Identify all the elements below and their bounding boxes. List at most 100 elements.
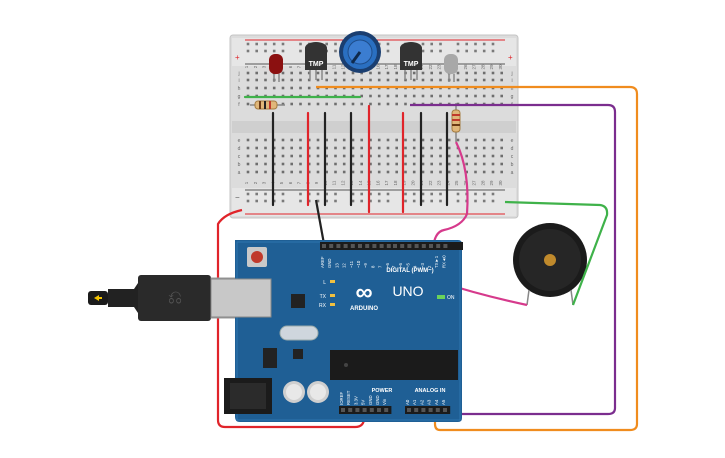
column-number-label: 5 xyxy=(279,181,284,184)
column-number-label: 30 xyxy=(498,180,503,186)
pin-label: 2 xyxy=(427,265,432,268)
column-number-label: 29 xyxy=(489,180,494,186)
rail-plus-label-top: + xyxy=(235,53,240,62)
pin-label: 12 xyxy=(342,263,347,268)
row-letter-label: f xyxy=(238,102,240,108)
row-letter-label: d xyxy=(511,146,514,152)
pin-label: ~10 xyxy=(356,260,361,268)
header-pin xyxy=(372,244,377,248)
pin-label: AREF xyxy=(320,256,325,268)
header-pin xyxy=(358,244,362,248)
header-pin xyxy=(341,408,345,412)
red-led xyxy=(269,54,283,82)
header-pin xyxy=(384,408,389,412)
pin-label: A5 xyxy=(441,399,446,405)
piezo-buzzer xyxy=(513,223,587,306)
header-pin xyxy=(407,244,412,248)
rail-plus-label-right: + xyxy=(508,53,513,62)
column-number-label: 11 xyxy=(332,64,337,69)
header-pin xyxy=(386,244,391,248)
led-tx-label: TX xyxy=(320,294,327,300)
column-number-label: 1 xyxy=(244,65,249,68)
column-number-label: 27 xyxy=(472,180,477,186)
breadboard: + − + 1122334455667788991010111112121313… xyxy=(229,34,519,219)
pin-label: A4 xyxy=(434,399,439,405)
arduino-uno-board: L TX RX ON ∞ ARDUINO UNO DIGITAL (PWM~) … xyxy=(210,240,463,422)
row-letter-label: c xyxy=(511,154,514,160)
header-pin xyxy=(377,408,381,412)
pin-label: A1 xyxy=(412,399,417,405)
pin-label: TX►1 xyxy=(434,255,439,268)
power-header-label: POWER xyxy=(372,388,393,394)
pin-label: 5V xyxy=(361,400,366,405)
header-pin xyxy=(429,244,433,248)
header-pin xyxy=(414,244,419,248)
column-number-label: 17 xyxy=(384,64,389,70)
column-number-label: 25 xyxy=(454,180,459,186)
column-number-label: 29 xyxy=(489,64,494,70)
arduino-brand-label: ARDUINO xyxy=(350,306,378,312)
row-letter-label: d xyxy=(238,146,241,152)
pin-label: ~6 xyxy=(385,262,390,268)
pin-label: RX◄0 xyxy=(441,255,446,268)
reset-button xyxy=(251,251,263,263)
row-letter-label: a xyxy=(511,170,514,176)
column-number-label: 1 xyxy=(244,181,249,184)
column-number-label: 17 xyxy=(384,180,389,186)
arduino-logo-icon: ∞ xyxy=(355,279,372,306)
pin-label: 7 xyxy=(391,265,396,268)
potentiometer xyxy=(339,31,381,73)
column-number-label: 12 xyxy=(340,180,345,186)
column-number-label: 2 xyxy=(253,65,258,68)
column-number-label: 28 xyxy=(480,180,485,186)
rail-minus-label-bottom: − xyxy=(235,193,240,202)
header-pin xyxy=(436,244,441,248)
header-pin xyxy=(348,408,353,412)
column-number-label: 16 xyxy=(375,180,380,186)
led-l-label: L xyxy=(323,280,326,286)
column-number-label: 18 xyxy=(393,64,398,70)
row-letter-label: h xyxy=(511,86,514,92)
arduino-model-label: UNO xyxy=(392,283,423,299)
header-pin xyxy=(421,244,426,248)
column-number-label: 3 xyxy=(262,181,267,184)
breadboard-jumpers xyxy=(243,95,449,214)
column-number-label: 6 xyxy=(288,181,293,184)
header-pin xyxy=(428,408,433,412)
header-pin xyxy=(414,408,419,412)
column-number-label: 9 xyxy=(314,181,319,184)
pin-label: A3 xyxy=(427,399,432,405)
pin-label: ~3 xyxy=(420,262,425,268)
resistor-horizontal xyxy=(250,100,285,110)
led-rx-label: RX xyxy=(319,303,327,309)
header-pin xyxy=(435,408,440,412)
column-number-label: 26 xyxy=(463,64,468,70)
header-pin xyxy=(355,408,360,412)
header-pin xyxy=(350,244,355,248)
column-number-label: 22 xyxy=(428,180,433,186)
header-pin xyxy=(400,244,405,248)
column-number-label: 26 xyxy=(463,180,468,186)
header-pin xyxy=(393,244,397,248)
header-pin xyxy=(443,244,448,248)
column-number-label: 27 xyxy=(472,64,477,70)
pin-label: IOREF xyxy=(339,391,344,405)
pin-label: 4 xyxy=(413,265,418,268)
header-pin xyxy=(369,408,374,412)
column-number-label: 6 xyxy=(288,65,293,68)
pin-label: 3.3V xyxy=(353,396,358,405)
column-number-label: 2 xyxy=(253,181,258,184)
temperature-sensor-right: TMP xyxy=(400,42,422,80)
tmp-label-right: TMP xyxy=(404,61,419,68)
column-number-label: 22 xyxy=(428,64,433,70)
column-number-label: 18 xyxy=(393,180,398,186)
row-letter-label: j xyxy=(510,71,512,77)
pin-label: RESET xyxy=(346,390,351,405)
grey-led xyxy=(444,54,458,82)
tmp-label-left: TMP xyxy=(309,61,324,68)
row-letter-label: h xyxy=(238,86,241,92)
usb-chip xyxy=(291,294,305,308)
